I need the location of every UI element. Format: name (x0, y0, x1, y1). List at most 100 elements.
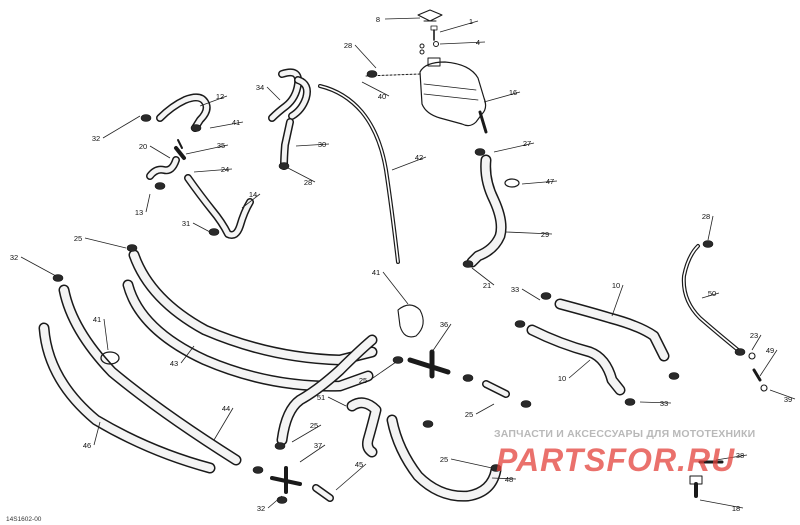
hose-clamp (474, 148, 486, 156)
leader-line (93, 421, 101, 446)
callout-number: 36 (440, 320, 448, 329)
callout-number: 38 (736, 451, 744, 460)
svg-text:PARTSFOR.RU: PARTSFOR.RU (496, 442, 735, 477)
callout-number: 49 (766, 346, 774, 355)
hose-48 (386, 414, 502, 502)
fittings-23-49-39 (748, 352, 768, 392)
hose-upper-connector (276, 334, 378, 446)
callout-number: 10 (612, 281, 620, 290)
leader-line (521, 180, 558, 185)
callout-number: 46 (83, 441, 91, 450)
hose-30 (280, 118, 294, 170)
callout-number: 1 (469, 17, 473, 26)
callout-number: 20 (139, 142, 147, 151)
leader-line (149, 145, 171, 159)
leader-line (145, 193, 151, 213)
leader-line (335, 463, 367, 491)
hose-45 (270, 466, 334, 502)
watermark-tagline: ЗАПЧАСТИ И АКСЕССУАРЫ ДЛЯ МОТОТЕХНИКИ (494, 428, 756, 440)
leader-line (491, 477, 517, 480)
leader-line (701, 292, 720, 299)
fitting-35 (174, 139, 186, 160)
valve-18 (689, 460, 724, 498)
callout-number: 10 (558, 374, 566, 383)
callout-number: 28 (344, 41, 352, 50)
hose-clamp (514, 320, 526, 328)
tube-42 (318, 84, 400, 264)
hose-29 (466, 154, 520, 268)
callout-number: 34 (256, 83, 264, 92)
callout-number: 32 (92, 134, 100, 143)
tube-50 (681, 244, 740, 352)
hose-clamp (520, 400, 532, 408)
leader-line (439, 20, 479, 33)
hose-12 (156, 93, 211, 132)
hose-clamp (392, 356, 404, 364)
callout-number: 31 (182, 219, 190, 228)
callout-number: 44 (222, 404, 230, 413)
hose-clamp (274, 442, 286, 450)
callout-number: 4 (476, 38, 480, 47)
leader-line (267, 495, 283, 509)
leader-line (439, 41, 486, 45)
leader-line (241, 193, 261, 209)
callout-number: 47 (546, 177, 554, 186)
callout-number: 25 (465, 410, 473, 419)
hose-clamp (252, 466, 264, 474)
hose-20 (146, 156, 180, 180)
callout-number: 37 (314, 441, 322, 450)
callout-number: 18 (732, 504, 740, 513)
leader-line (568, 359, 591, 379)
hose-clamp (668, 372, 680, 380)
reservoir-cap (417, 9, 443, 22)
callout-number: 45 (355, 460, 363, 469)
hose-clamp (702, 240, 714, 248)
hose-clamp (52, 274, 64, 282)
leader-line (521, 288, 541, 301)
leader-line (295, 143, 330, 147)
leader-line (193, 168, 233, 173)
small-screws (419, 25, 439, 55)
hose-clamp (462, 374, 474, 382)
callout-number: 25 (359, 376, 367, 385)
leader-line (20, 256, 57, 277)
hose-44 (58, 284, 242, 466)
leader-line (384, 17, 421, 20)
callout-number: 25 (74, 234, 82, 243)
hose-clamp (278, 162, 290, 170)
callout-number: 41 (232, 118, 240, 127)
partsfor-logo: PARTSFOR.RU (496, 442, 735, 477)
callout-number: 12 (216, 92, 224, 101)
leader-line (369, 361, 397, 381)
callout-number: 28 (304, 178, 312, 187)
callout-number: 41 (93, 315, 101, 324)
callout-number: 32 (257, 504, 265, 513)
hose-clamp (734, 348, 746, 356)
leader-line (382, 271, 409, 305)
hose-clamp (624, 398, 636, 406)
hose-clamp (126, 244, 138, 252)
hose-46 (38, 322, 216, 474)
hose-43 (122, 249, 378, 392)
hose-clamp (208, 228, 220, 236)
callout-number: 43 (170, 359, 178, 368)
leader-line (361, 81, 390, 97)
leader-line (327, 396, 347, 407)
hose-10-upper (554, 298, 670, 362)
leader-line (505, 231, 553, 235)
leader-line (84, 237, 127, 249)
leader-line (209, 121, 244, 129)
callout-number: 8 (376, 15, 380, 24)
leader-line (611, 284, 624, 317)
leader-line (213, 407, 234, 441)
callout-number: 30 (318, 140, 326, 149)
callout-number: 40 (378, 92, 386, 101)
leader-line (483, 91, 521, 103)
callout-number: 13 (135, 208, 143, 217)
leader-line (715, 454, 748, 461)
callout-number: 25 (440, 455, 448, 464)
callout-number: 51 (317, 393, 325, 402)
callout-number: 39 (784, 395, 792, 404)
callout-number: 27 (523, 139, 531, 148)
